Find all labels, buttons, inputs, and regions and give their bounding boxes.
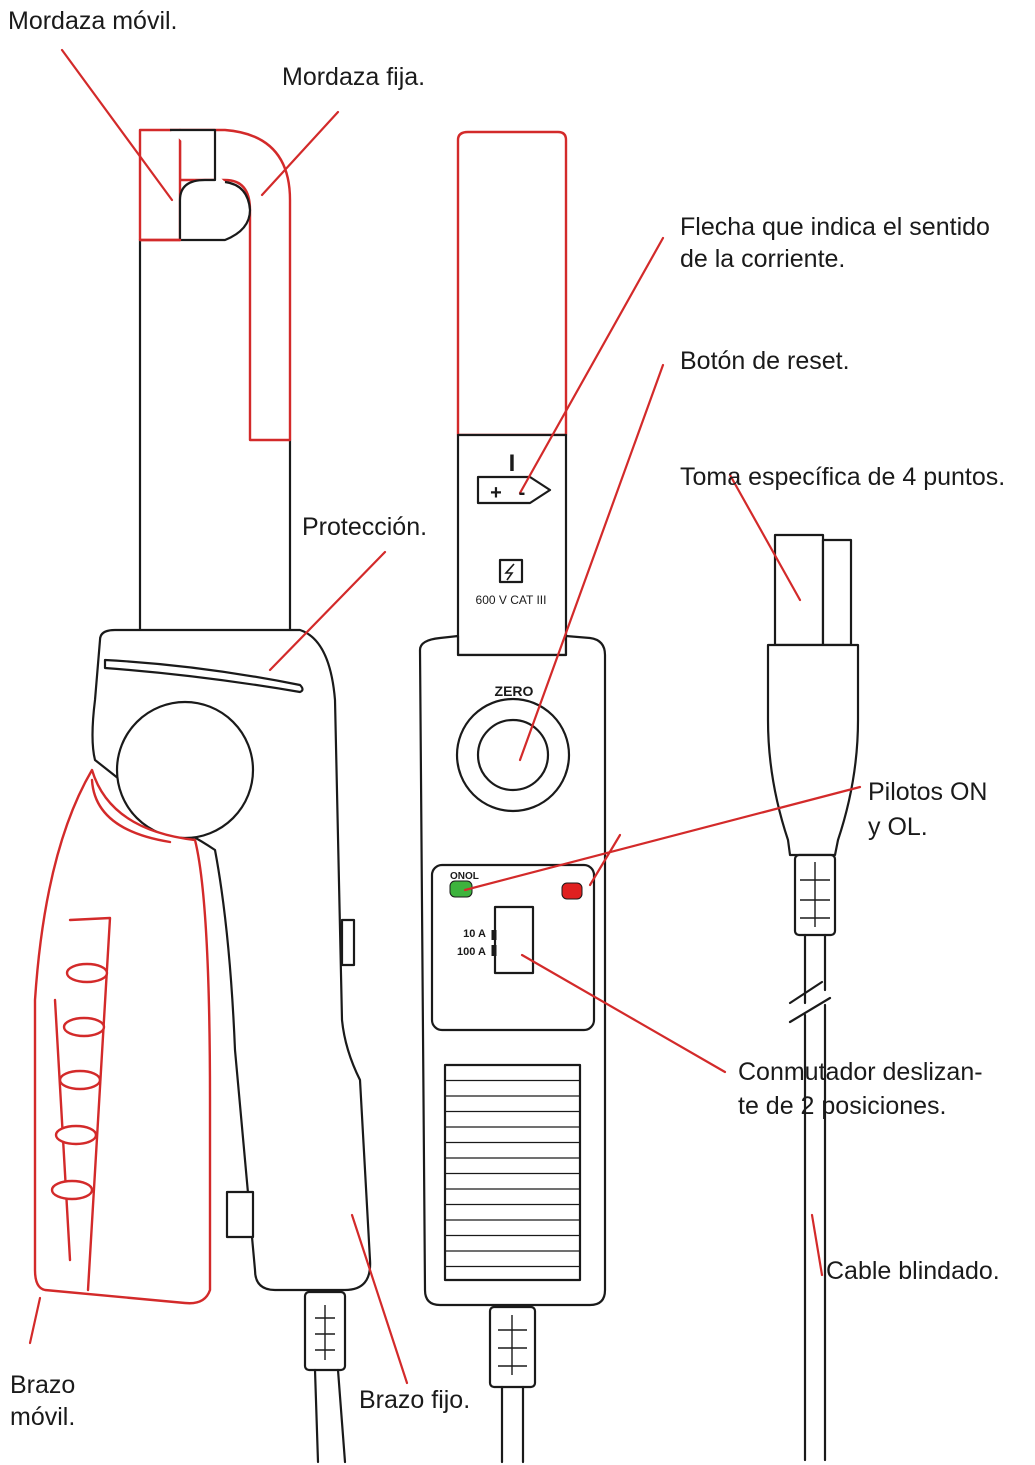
label-mordaza-movil: Mordaza móvil. xyxy=(8,7,178,35)
current-arrow xyxy=(476,475,552,505)
label-brazo-fijo: Brazo fijo. xyxy=(359,1386,471,1414)
plug-strain-grid xyxy=(800,862,830,927)
movable-arm-arc xyxy=(90,778,172,844)
movable-arm xyxy=(33,768,212,1305)
protection-ridge xyxy=(103,658,304,694)
vent-slots xyxy=(445,1079,580,1268)
leader-brazo-fijo xyxy=(350,1213,409,1385)
zero-label: ZERO xyxy=(495,683,534,699)
front-strain-grid xyxy=(498,1315,527,1375)
leader-piloto-ol xyxy=(588,833,622,887)
leader-mordaza-movil xyxy=(60,48,174,202)
leader-toma xyxy=(728,473,802,602)
label-flecha-line2: de la corriente. xyxy=(680,245,846,273)
grip-ridge-3 xyxy=(58,1069,102,1091)
polarity-plus: + xyxy=(490,482,502,504)
front-view-clamp xyxy=(418,130,607,1464)
leader-mordaza-fija xyxy=(260,110,340,197)
grip-ridge-1 xyxy=(65,962,109,984)
label-cable: Cable blindado. xyxy=(826,1257,1000,1285)
zero-button[interactable] xyxy=(476,718,550,792)
label-pilotos-line1: Pilotos ON xyxy=(868,778,988,806)
vent-grille xyxy=(443,1063,582,1282)
side-strain-grid xyxy=(315,1305,335,1360)
leader-lines xyxy=(28,48,862,1385)
range-switch[interactable] xyxy=(493,905,535,975)
grip-ridge-5 xyxy=(50,1179,94,1201)
leader-proteccion xyxy=(268,550,387,672)
plug-pins-front xyxy=(773,533,825,647)
label-toma: Toma específica de 4 puntos. xyxy=(680,463,1006,491)
jaw-tip xyxy=(170,128,252,242)
side-button-lower xyxy=(225,1190,255,1239)
front-jaw xyxy=(456,130,568,437)
polarity-minus: - xyxy=(519,482,526,504)
label-brazo-movil-line2: móvil. xyxy=(10,1403,76,1431)
cable-break-mark-1 xyxy=(788,980,824,1005)
side-view-clamp xyxy=(33,128,372,1464)
leader-conmutador xyxy=(520,953,727,1074)
front-label-panel xyxy=(456,433,568,657)
range-label-100: 100 A xyxy=(457,946,486,958)
leader-cable xyxy=(810,1213,824,1277)
label-conmutador-line2: te de 2 posiciones. xyxy=(738,1092,947,1120)
lightning-icon xyxy=(504,563,515,581)
label-flecha-line1: Flecha que indica el sentido xyxy=(680,213,990,241)
led-ol xyxy=(561,882,583,900)
fixed-jaw xyxy=(178,128,292,442)
label-mordaza-fija: Mordaza fija. xyxy=(282,63,426,91)
plug-pins-side xyxy=(821,538,853,647)
cable-break-mark-2 xyxy=(788,996,832,1024)
label-brazo-movil-line1: Brazo xyxy=(10,1371,76,1399)
grip-ridge-4 xyxy=(54,1124,98,1146)
leader-piloto-on xyxy=(463,785,862,892)
connector-and-cable xyxy=(766,533,860,1462)
category-icon xyxy=(498,558,524,584)
label-boton-reset: Botón de reset. xyxy=(680,347,850,375)
side-button-upper xyxy=(340,918,356,967)
current-symbol: I xyxy=(509,450,516,477)
grip-strip xyxy=(68,916,112,1292)
plug-housing xyxy=(766,643,860,857)
label-pilotos-line2: y OL. xyxy=(868,813,928,841)
leader-brazo-movil xyxy=(28,1296,42,1345)
leader-boton-reset xyxy=(518,363,665,762)
led-label: ONOL xyxy=(450,871,479,882)
side-cable-a xyxy=(313,1368,320,1464)
label-proteccion: Protección. xyxy=(302,513,428,541)
side-cable-b xyxy=(336,1368,347,1464)
label-conmutador-line1: Conmutador deslizan- xyxy=(738,1058,983,1086)
leader-flecha xyxy=(518,236,665,495)
voltage-rating: 600 V CAT III xyxy=(476,593,547,607)
range-label-10: 10 A xyxy=(463,928,486,940)
grip-ridge-2 xyxy=(62,1016,106,1038)
pivot-circle xyxy=(115,700,255,840)
